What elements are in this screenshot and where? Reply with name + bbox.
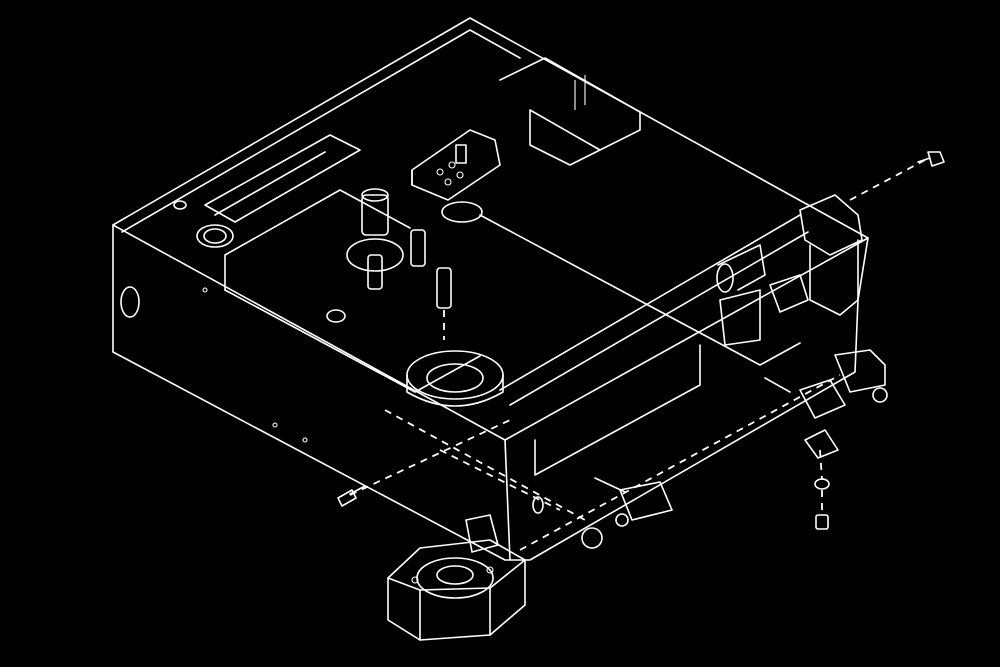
bearing-ring xyxy=(406,350,504,407)
screw-top-right xyxy=(917,151,945,167)
top-bracket xyxy=(411,129,501,223)
bottom-hardware xyxy=(465,477,673,553)
foot xyxy=(387,539,526,641)
right-hardware xyxy=(764,349,888,530)
roller-shaft xyxy=(499,194,863,406)
chassis-body xyxy=(112,17,869,561)
assembly-lines xyxy=(349,159,926,551)
pulley-assembly xyxy=(346,188,452,340)
screw-left xyxy=(337,485,366,507)
chassis-holes xyxy=(120,200,544,514)
